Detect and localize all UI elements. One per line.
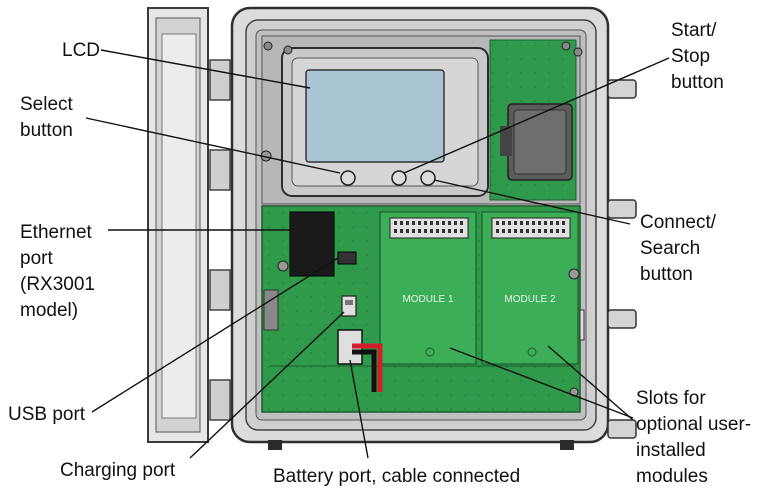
connector-pin	[562, 229, 565, 233]
connector-pin	[526, 221, 529, 225]
connector-pin	[544, 221, 547, 225]
connector-pin	[400, 221, 403, 225]
connector-pin	[520, 229, 523, 233]
connector-pin	[508, 229, 511, 233]
connector-pin	[430, 229, 433, 233]
lcd-screen	[305, 69, 445, 163]
usb-port-shape	[337, 251, 357, 265]
callout-lcd: LCD	[62, 40, 101, 61]
connector-pin	[454, 229, 457, 233]
callout-battery-port: Battery port, cable connected	[273, 466, 521, 487]
connector-pin	[514, 221, 517, 225]
connector-pin	[502, 221, 505, 225]
connector-pin	[550, 229, 553, 233]
connector-pin	[406, 229, 409, 233]
connector-pin	[496, 229, 499, 233]
module-slot-1-label: MODULE 1	[402, 294, 454, 305]
callout-select-button: Select button	[20, 94, 73, 141]
connector-pin	[538, 221, 541, 225]
connector-pin	[412, 229, 415, 233]
leader-lines	[85, 49, 670, 459]
connector-pin	[400, 229, 403, 233]
connector-pin	[514, 229, 517, 233]
charging-port-shape	[341, 295, 357, 317]
connector-pin	[556, 229, 559, 233]
connector-pin	[442, 221, 445, 225]
module-slot-2-label: MODULE 2	[504, 294, 556, 305]
callout-charging-port: Charging port	[60, 460, 176, 481]
connector-pin	[436, 221, 439, 225]
callout-start-stop-button: Start/ Stop button	[671, 20, 724, 93]
connector-pin	[418, 229, 421, 233]
connector-pin	[532, 221, 535, 225]
connector-pin	[430, 221, 433, 225]
connector-pin	[406, 221, 409, 225]
connector-pin	[418, 221, 421, 225]
connector-pin	[424, 229, 427, 233]
callout-module-slots: Slots for optional user- installed modul…	[636, 388, 752, 487]
connector-pin	[526, 229, 529, 233]
connector-pin	[460, 221, 463, 225]
connector-pin	[442, 229, 445, 233]
connect-search-button-shape[interactable]	[420, 170, 436, 186]
connector-pin	[448, 229, 451, 233]
callout-usb-port: USB port	[8, 404, 86, 425]
connector-pin	[424, 221, 427, 225]
connector-pin	[460, 229, 463, 233]
connector-pin	[520, 221, 523, 225]
connector-pin	[556, 221, 559, 225]
connector-pin	[532, 229, 535, 233]
connector-pin	[508, 221, 511, 225]
callout-ethernet-port: Ethernet port (RX3001 model)	[20, 222, 95, 321]
select-button-shape[interactable]	[340, 170, 356, 186]
connector-pin	[562, 221, 565, 225]
connector-pin	[502, 229, 505, 233]
connector-pin	[394, 221, 397, 225]
connector-pin	[412, 221, 415, 225]
connector-pin	[496, 221, 499, 225]
callout-connect-search-button: Connect/ Search button	[640, 212, 717, 285]
connector-pin	[544, 229, 547, 233]
enclosure-door	[147, 7, 231, 443]
connector-pin	[436, 229, 439, 233]
connector-pin	[394, 229, 397, 233]
connector-pin	[448, 221, 451, 225]
start-stop-button-shape[interactable]	[391, 170, 407, 186]
connector-pin	[550, 221, 553, 225]
ethernet-port-shape	[289, 211, 335, 277]
connector-pin	[538, 229, 541, 233]
connector-pin	[454, 221, 457, 225]
upper-board	[260, 35, 583, 205]
